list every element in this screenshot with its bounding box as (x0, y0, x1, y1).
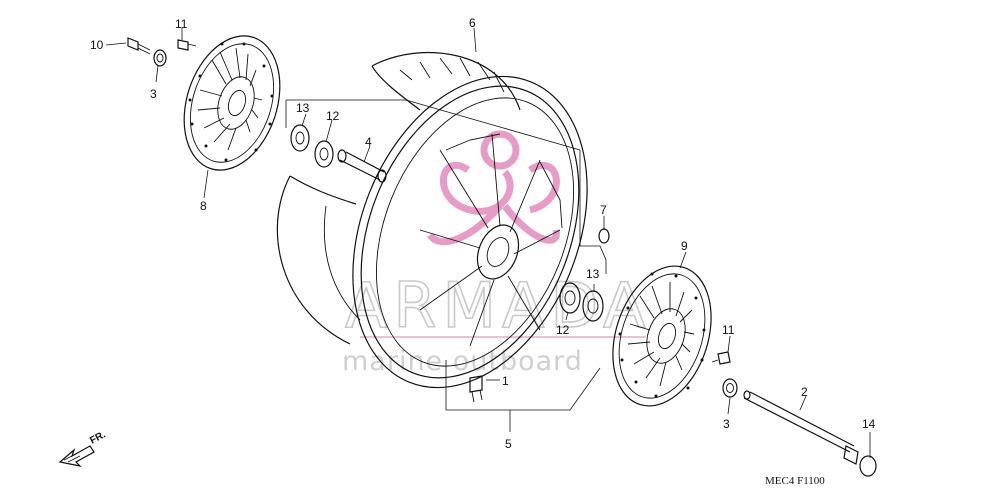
axle-cap-14 (859, 455, 877, 477)
callout-3-right: 3 (723, 417, 730, 431)
seal-13-left (290, 124, 310, 152)
wheel (352, 75, 610, 389)
callout-13-right: 13 (586, 267, 600, 281)
callout-14: 14 (862, 417, 876, 431)
bearing-12-right (559, 282, 581, 314)
watermark: ARMADA marine outboard (342, 130, 651, 377)
valve-1 (469, 375, 483, 403)
callout-8: 8 (200, 199, 207, 213)
callout-2: 2 (801, 385, 808, 399)
axle-2 (743, 390, 859, 465)
tire (276, 51, 521, 345)
bolt-11-right (711, 351, 731, 365)
callout-6: 6 (469, 16, 476, 30)
callout-4: 4 (365, 135, 372, 149)
assembly-brackets (285, 99, 607, 432)
callout-5: 5 (505, 437, 512, 451)
bearing-12-left (314, 140, 334, 168)
bolt-11-left (177, 39, 197, 51)
callout-7: 7 (600, 203, 607, 217)
callouts: 10 11 3 8 6 13 12 4 7 9 13 12 11 1 2 3 1… (90, 16, 876, 451)
callout-9: 9 (681, 239, 688, 253)
collar-3-left (153, 49, 167, 67)
collar-3-right (722, 378, 738, 398)
watermark-subtitle: marine outboard (342, 346, 583, 377)
callout-10: 10 (90, 38, 104, 52)
diagram-code: MEC4 F1100 (765, 475, 825, 487)
brake-disc-left (183, 35, 281, 171)
valve-cap-7 (598, 228, 610, 244)
callout-11: 11 (175, 17, 188, 31)
callout-3: 3 (150, 87, 157, 101)
watermark-logo (427, 130, 560, 246)
leader-lines (105, 27, 871, 458)
bolt-10 (127, 37, 151, 55)
callout-12-right: 12 (556, 323, 570, 337)
spacer-4 (337, 149, 387, 183)
front-direction-arrow: FR. (58, 429, 108, 467)
callout-13: 13 (296, 101, 310, 115)
watermark-title: ARMADA (345, 269, 651, 342)
callout-12: 12 (326, 109, 340, 123)
callout-1: 1 (502, 374, 509, 388)
seal-13-right (582, 290, 604, 322)
direction-label: FR. (88, 429, 108, 446)
callout-11-right: 11 (722, 323, 735, 337)
brake-disc-right (612, 265, 712, 407)
